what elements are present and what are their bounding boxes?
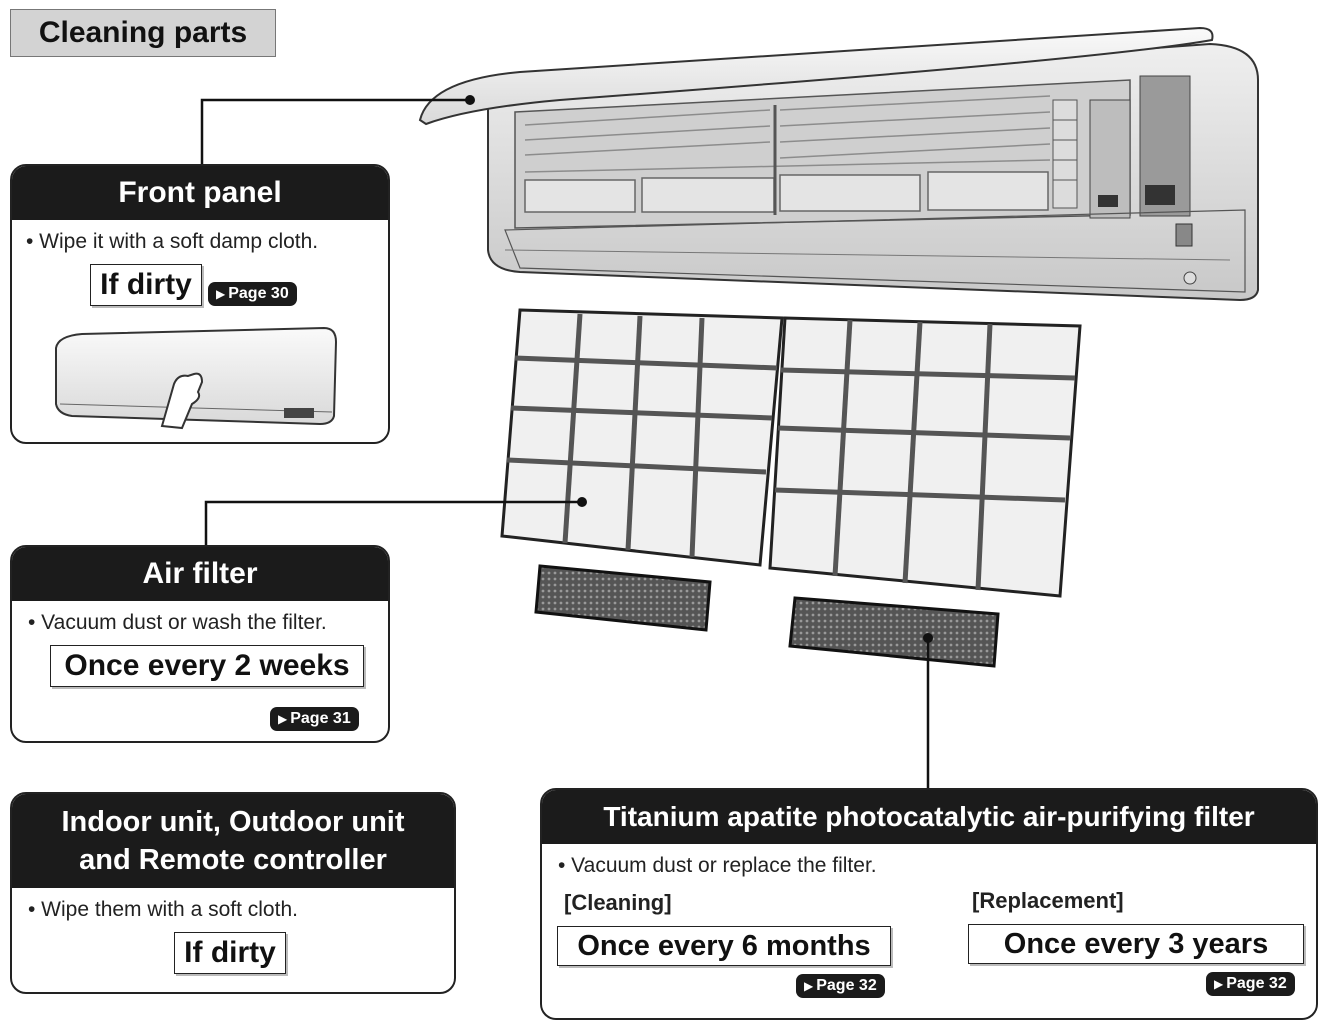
front-panel-instruction: • Wipe it with a soft damp cloth.: [26, 230, 319, 253]
titanium-filter-title: Titanium apatite photocatalytic air-puri…: [542, 790, 1316, 844]
units-title: Indoor unit, Outdoor unit and Remote con…: [12, 794, 454, 888]
arrow-right-icon: ▶: [278, 712, 288, 726]
air-filter-page-label: Page 31: [290, 710, 351, 727]
cleaning-page-link[interactable]: ▶ Page 32: [796, 974, 885, 998]
titanium-filter-card: Titanium apatite photocatalytic air-puri…: [540, 788, 1318, 1020]
air-filter-card: Air filter • Vacuum dust or wash the fil…: [10, 545, 390, 743]
replacement-page-link[interactable]: ▶ Page 32: [1206, 972, 1295, 996]
units-title-line1: Indoor unit, Outdoor unit: [61, 806, 405, 838]
arrow-right-icon: ▶: [1214, 977, 1224, 991]
replacement-frequency: Once every 3 years: [968, 924, 1304, 964]
replacement-label: [Replacement]: [972, 888, 1124, 913]
wiping-cloth-illustration: [55, 326, 338, 430]
callout-lines: [200, 98, 930, 792]
units-frequency: If dirty: [174, 932, 286, 974]
units-instruction: • Wipe them with a soft cloth.: [28, 898, 298, 921]
titanium-filter-illustration: [534, 564, 1000, 668]
arrow-right-icon: ▶: [804, 979, 814, 993]
units-card: Indoor unit, Outdoor unit and Remote con…: [10, 792, 456, 994]
arrow-right-icon: ▶: [216, 287, 226, 301]
section-title: Cleaning parts: [10, 9, 276, 57]
air-filter-instruction: • Vacuum dust or wash the filter.: [28, 611, 327, 634]
front-panel-title: Front panel: [12, 166, 388, 220]
cleaning-page-label: Page 32: [816, 977, 877, 994]
front-panel-page-label: Page 30: [228, 285, 289, 302]
front-panel-card: Front panel • Wipe it with a soft damp c…: [10, 164, 390, 444]
air-filter-illustration: [500, 308, 1082, 598]
ac-unit: [487, 42, 1259, 302]
air-filter-title: Air filter: [12, 547, 388, 601]
air-filter-frequency: Once every 2 weeks: [50, 645, 364, 687]
titanium-filter-instruction: • Vacuum dust or replace the filter.: [558, 854, 877, 877]
front-panel-page-link[interactable]: ▶ Page 30: [208, 282, 297, 306]
units-title-line2: and Remote controller: [79, 844, 387, 876]
front-panel-illustration: [418, 26, 1214, 126]
cleaning-label: [Cleaning]: [564, 890, 672, 915]
front-panel-frequency: If dirty: [90, 264, 202, 306]
air-filter-page-link[interactable]: ▶ Page 31: [270, 707, 359, 731]
cleaning-frequency: Once every 6 months: [557, 926, 891, 966]
replacement-page-label: Page 32: [1226, 975, 1287, 992]
